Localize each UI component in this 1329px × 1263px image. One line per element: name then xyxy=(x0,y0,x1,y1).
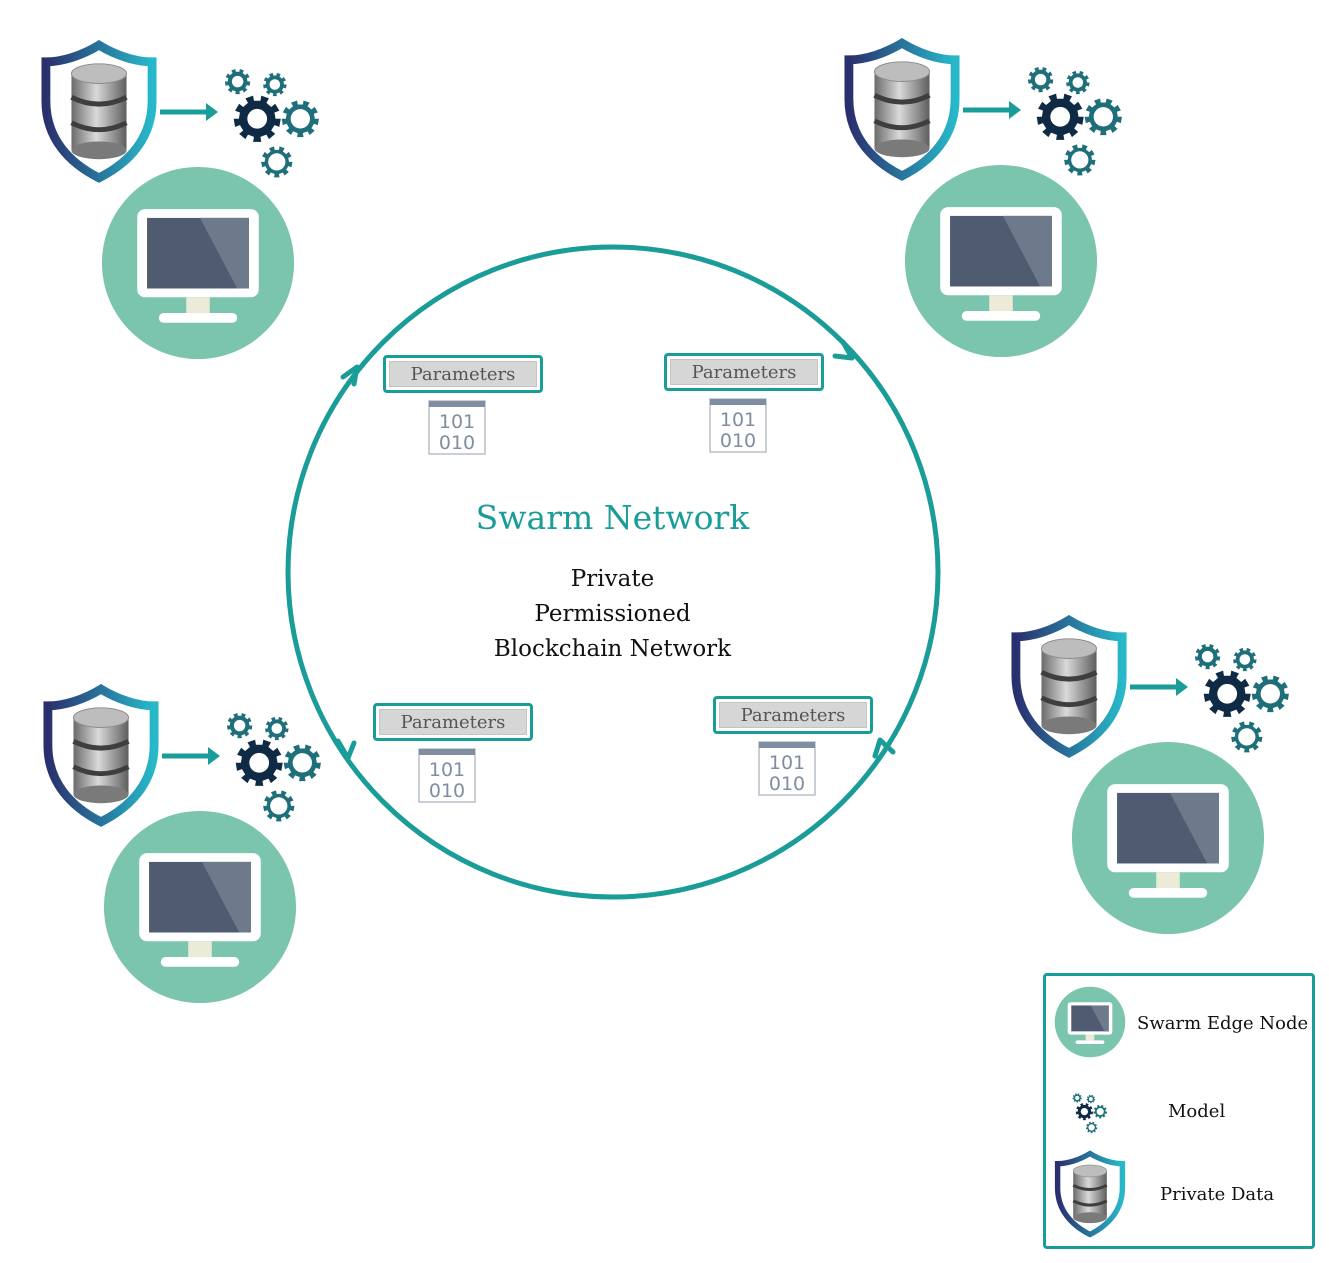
gears-icon xyxy=(1070,1090,1115,1139)
ring-arrow-lower-left xyxy=(335,738,357,761)
swarm-edge-node xyxy=(1010,614,1311,975)
binary-bottom: 010 xyxy=(439,432,475,454)
binary-data-icon: 101 010 xyxy=(418,748,478,808)
shield-database-icon xyxy=(1054,1150,1126,1242)
legend-item-model: Model xyxy=(1046,1086,1312,1136)
gears-icon xyxy=(218,60,341,187)
binary-data-icon: 101 010 xyxy=(709,398,769,458)
parameters-label-box: Parameters xyxy=(664,353,824,391)
gears-icon xyxy=(220,704,343,831)
monitor-icon xyxy=(102,809,298,1009)
parameters-label-box: Parameters xyxy=(383,355,543,393)
legend-item-edge-node: Swarm Edge Node xyxy=(1046,986,1312,1058)
swarm-edge-node xyxy=(843,37,1144,398)
binary-top: 101 xyxy=(769,752,805,774)
swarm-edge-node xyxy=(40,39,341,400)
monitor-icon xyxy=(1054,986,1126,1062)
legend-item-private-data: Private Data xyxy=(1046,1148,1312,1238)
swarm-edge-node xyxy=(42,683,343,1044)
parameters-label: Parameters xyxy=(389,361,537,387)
shield-database-icon xyxy=(40,39,158,187)
parameters-label-box: Parameters xyxy=(373,703,533,741)
monitor-icon xyxy=(1070,740,1266,940)
monitor-icon xyxy=(903,163,1099,363)
parameters-label-box: Parameters xyxy=(713,696,873,734)
binary-bottom: 010 xyxy=(429,780,465,802)
shield-database-icon xyxy=(843,37,961,185)
parameters-label: Parameters xyxy=(670,359,818,385)
ring-arrow-lower-right xyxy=(872,737,896,759)
network-title: Swarm Network xyxy=(475,498,750,537)
parameters-label: Parameters xyxy=(379,709,527,735)
gears-icon xyxy=(1188,635,1311,762)
ring-arrow-upper-left xyxy=(340,364,360,387)
parameters-block: Parameters 101 010 xyxy=(373,703,553,813)
parameters-block: Parameters 101 010 xyxy=(713,696,893,806)
binary-top: 101 xyxy=(720,409,756,431)
binary-top: 101 xyxy=(429,759,465,781)
parameters-block: Parameters 101 010 xyxy=(664,353,844,463)
binary-data-icon: 101 010 xyxy=(758,741,818,801)
parameters-block: Parameters 101 010 xyxy=(383,355,563,465)
legend: Swarm Edge Node Model Private Data xyxy=(1043,973,1315,1249)
monitor-icon xyxy=(100,165,296,365)
legend-label: Swarm Edge Node xyxy=(1137,1013,1309,1034)
legend-label: Private Data xyxy=(1160,1184,1275,1205)
gears-icon xyxy=(1021,58,1144,185)
network-subtitle-line-2: Permissioned xyxy=(534,601,691,627)
legend-label: Model xyxy=(1168,1101,1226,1122)
binary-bottom: 010 xyxy=(720,430,756,452)
shield-database-icon xyxy=(1010,614,1128,762)
shield-database-icon xyxy=(42,683,160,831)
arrow-right-icon xyxy=(160,744,222,772)
arrow-right-icon xyxy=(1128,675,1190,703)
binary-data-icon: 101 010 xyxy=(428,400,488,460)
ring-arrow-upper-right xyxy=(832,339,855,361)
parameters-label: Parameters xyxy=(719,702,867,728)
arrow-right-icon xyxy=(158,100,220,128)
binary-bottom: 010 xyxy=(769,773,805,795)
binary-top: 101 xyxy=(439,411,475,433)
network-subtitle-line-3: Blockchain Network xyxy=(493,636,732,662)
network-subtitle-line-1: Private xyxy=(570,566,655,592)
arrow-right-icon xyxy=(961,98,1023,126)
